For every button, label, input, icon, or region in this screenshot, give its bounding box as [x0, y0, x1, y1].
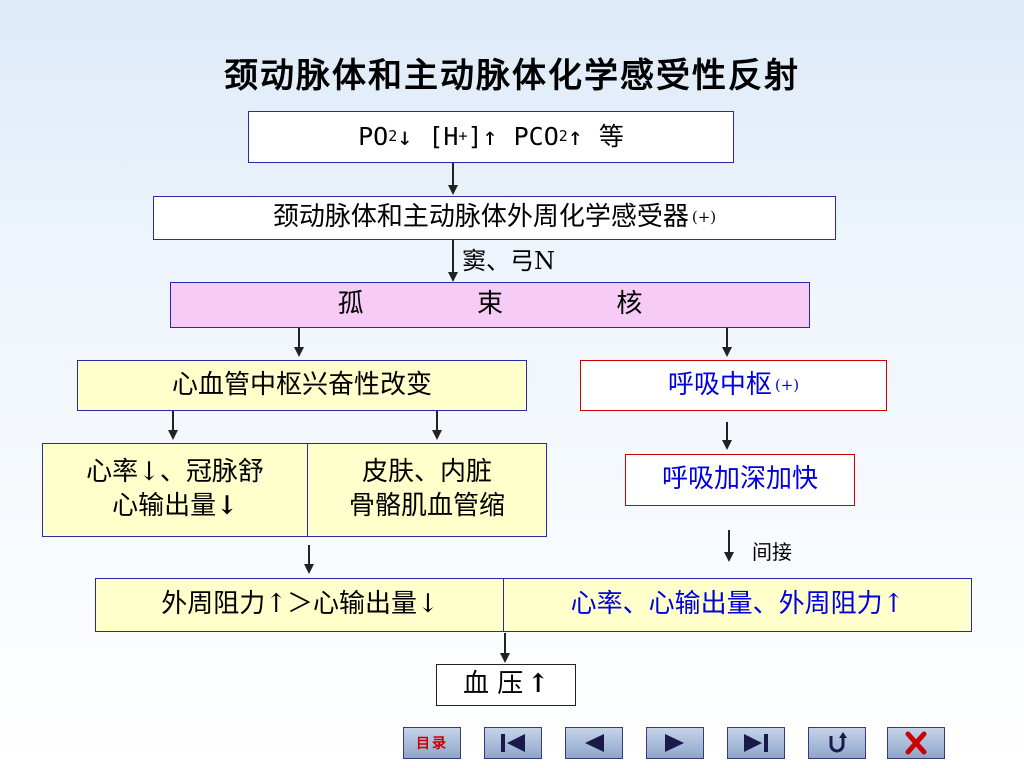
result-right-box: 心率、心输出量、外周阻力↑	[503, 578, 972, 632]
arrow-head	[294, 347, 304, 357]
first-page-button[interactable]	[484, 727, 542, 759]
arrow-line	[452, 163, 454, 185]
arrow-line	[436, 411, 438, 431]
last-page-button[interactable]	[727, 727, 785, 759]
respiratory-center-box: 呼吸中枢(+)	[580, 360, 887, 411]
arrow-head	[448, 272, 458, 282]
arrow-line	[728, 530, 730, 552]
arrow-line	[726, 328, 728, 348]
arrow-head	[432, 430, 442, 440]
cardiovascular-center-box: 心血管中枢兴奋性改变	[77, 360, 527, 411]
last-page-icon	[744, 734, 768, 752]
arrow-line	[298, 328, 300, 348]
arrow-line	[726, 422, 728, 440]
arrow-line	[452, 240, 454, 272]
menu-button[interactable]: 目录	[403, 727, 461, 759]
arrow-line	[308, 545, 310, 565]
arrow-head	[448, 185, 458, 195]
receptor-box: 颈动脉体和主动脉体外周化学感受器(+)	[153, 196, 836, 240]
arrow-head	[722, 347, 732, 357]
exit-icon	[905, 731, 927, 755]
vessel-effect-box: 皮肤、内脏 骨骼肌血管缩	[307, 443, 547, 537]
respiratory-effect-box: 呼吸加深加快	[625, 454, 855, 506]
result-left-box: 外周阻力↑＞心输出量↓	[95, 578, 505, 632]
page-title: 颈动脉体和主动脉体化学感受性反射	[224, 56, 800, 96]
previous-page-button[interactable]	[565, 727, 623, 759]
heart-effect-box: 心率↓、冠脉舒 心输出量↓	[42, 443, 308, 537]
menu-button-label: 目录	[416, 736, 448, 752]
return-button[interactable]	[808, 727, 866, 759]
next-page-icon	[665, 734, 684, 752]
exit-button[interactable]	[887, 727, 945, 759]
arrow-head	[304, 564, 314, 574]
first-page-icon	[501, 734, 525, 752]
return-icon	[829, 732, 847, 753]
previous-page-icon	[585, 734, 604, 752]
nucleus-box: 孤 束 核	[170, 282, 810, 328]
blood-pressure-box: 血 压↑	[436, 664, 576, 706]
arrow-line	[504, 633, 506, 653]
nerve-label: 窦、弓N	[462, 247, 555, 275]
indirect-label: 间接	[752, 540, 792, 564]
arrow-head	[500, 653, 510, 663]
next-page-button[interactable]	[646, 727, 704, 759]
arrow-line	[172, 411, 174, 431]
arrow-head	[168, 430, 178, 440]
arrow-head	[724, 552, 734, 562]
arrow-head	[722, 440, 732, 450]
